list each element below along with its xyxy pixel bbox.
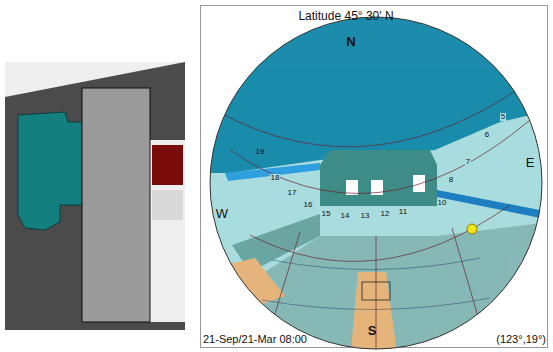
compass-letter: W: [216, 207, 228, 221]
hour-number: 12: [380, 210, 391, 219]
sun-position: (123°,19°): [496, 333, 546, 345]
hour-number: 19: [255, 148, 266, 157]
hour-number: 17: [287, 189, 298, 198]
hour-number: 7: [465, 158, 471, 167]
hour-number: 11: [398, 208, 408, 217]
compass-letter: S: [368, 324, 377, 338]
hour-number: 6: [484, 131, 490, 140]
building-plan: [5, 62, 185, 330]
hour-number: 13: [360, 212, 371, 221]
hour-number: 16: [303, 201, 314, 210]
hour-number: 14: [340, 212, 351, 221]
hour-number: 10: [437, 199, 448, 208]
date-time-caption: 21-Sep/21-Mar 08:00: [203, 333, 307, 345]
hour-number: 5: [500, 113, 506, 122]
sky-dome: [200, 0, 553, 352]
hour-number: 18: [270, 174, 281, 183]
compass-letter: E: [526, 156, 535, 170]
hour-number: 15: [321, 210, 332, 219]
compass-letter: N: [346, 35, 355, 49]
hour-number: 8: [448, 176, 454, 185]
latitude-title: Latitude 45° 30' N: [298, 10, 393, 23]
